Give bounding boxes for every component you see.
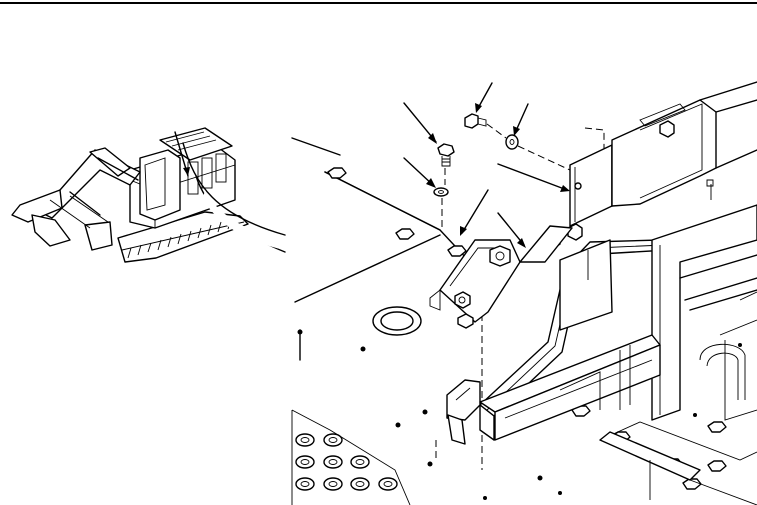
- main-assembly: [291, 81, 757, 505]
- lock-washer: [505, 134, 519, 150]
- side-channel-frame: [479, 204, 757, 441]
- perforated-floor-plate: [295, 433, 398, 491]
- mounting-bracket: [429, 239, 521, 329]
- callout-arrows: [403, 82, 570, 248]
- bolt-head: [464, 113, 479, 129]
- excavator-locator-inset: [11, 127, 286, 263]
- callout-arrow-bolt: [475, 82, 493, 113]
- callout-arrow-washer: [513, 103, 529, 136]
- junction-box: [559, 239, 613, 331]
- callout-arrow-mounting-plate: [497, 212, 526, 248]
- callout-arrow-cap-screw: [403, 102, 437, 144]
- angled-support-rail: [446, 239, 669, 445]
- callout-arrow-lock-washer: [403, 157, 436, 188]
- exploded-fasteners: [433, 113, 519, 197]
- lower-frame-structure: [559, 291, 757, 505]
- platform-edge-upper: [291, 137, 341, 156]
- callout-arrow-nut: [460, 189, 489, 236]
- frame-box: [611, 81, 757, 207]
- flat-washer: [433, 187, 449, 197]
- cap-screw-head: [437, 143, 455, 157]
- callout-arrow-bracket: [497, 163, 570, 192]
